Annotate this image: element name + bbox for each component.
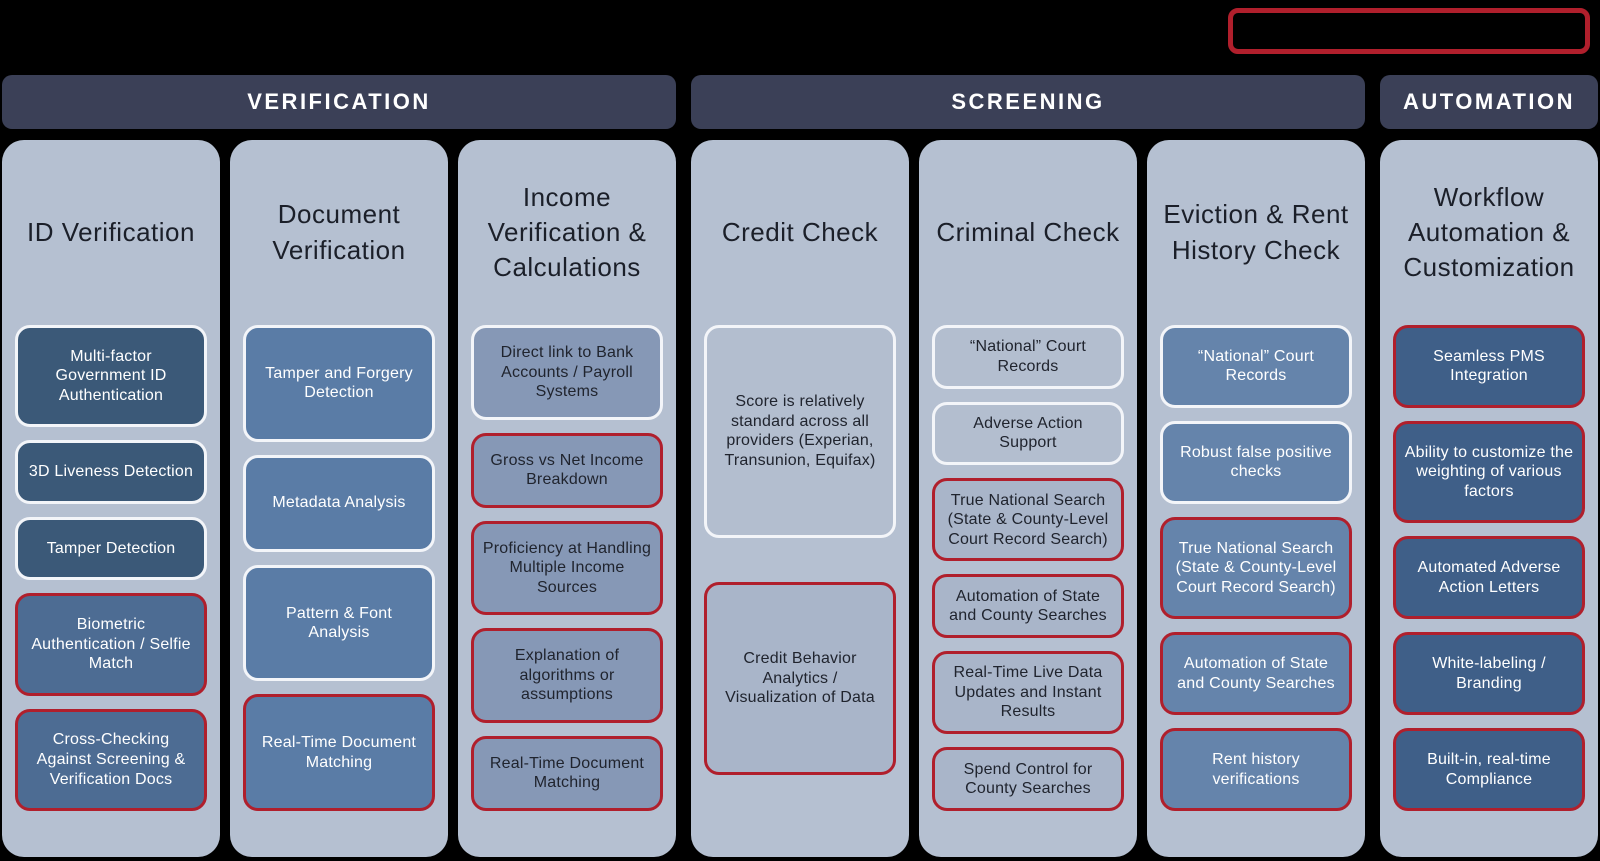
- feature-box-highlighted: Gross vs Net Income Breakdown: [471, 432, 663, 508]
- column-title: Workflow Automation & Customization: [1403, 181, 1575, 283]
- section-header: SCREENING: [691, 75, 1365, 129]
- feature-box: Adverse Action Support: [932, 401, 1124, 466]
- feature-box-highlighted: Real-Time Document Matching: [243, 694, 435, 811]
- section-header: VERIFICATION: [2, 75, 676, 129]
- section-header: AUTOMATION: [1380, 75, 1598, 129]
- feature-box: Tamper and Forgery Detection: [243, 325, 435, 442]
- feature-box-highlighted: Spend Control for County Searches: [932, 747, 1124, 811]
- feature-box: “National” Court Records: [932, 325, 1124, 389]
- feature-box: Pattern & Font Analysis: [243, 564, 435, 682]
- column-title: ID Verification: [27, 216, 195, 247]
- feature-box-highlighted: Real-Time Live Data Updates and Instant …: [932, 651, 1124, 735]
- feature-box: “National” Court Records: [1160, 325, 1352, 408]
- feature-box-list: Multi-factor Government ID Authenticatio…: [15, 325, 207, 811]
- feature-box-highlighted: Automation of State and County Searches: [932, 574, 1124, 639]
- column-title: Eviction & Rent History Check: [1163, 199, 1349, 265]
- feature-box: Metadata Analysis: [243, 454, 435, 552]
- feature-box-highlighted: Built-in, real-time Compliance: [1393, 728, 1585, 811]
- feature-box-list: Direct link to Bank Accounts / Payroll S…: [471, 325, 663, 812]
- feature-box: Tamper Detection: [15, 516, 207, 581]
- highlight-legend-box: [1228, 8, 1590, 54]
- feature-box-highlighted: Proficiency at Handling Multiple Income …: [471, 520, 663, 616]
- feature-box-highlighted: True National Search (State & County-Lev…: [1160, 516, 1352, 620]
- feature-box: Direct link to Bank Accounts / Payroll S…: [471, 325, 663, 420]
- feature-box: Robust false positive checks: [1160, 420, 1352, 504]
- feature-box-highlighted: Credit Behavior Analytics / Visualizatio…: [704, 581, 896, 776]
- feature-box-highlighted: Rent history verifications: [1160, 728, 1352, 811]
- feature-box-highlighted: Explanation of algorithms or assumptions: [471, 628, 663, 723]
- feature-box-highlighted: Automated Adverse Action Letters: [1393, 536, 1585, 620]
- column-title: Criminal Check: [936, 216, 1120, 247]
- column-title: Document Verification: [272, 199, 406, 265]
- feature-box-highlighted: Biometric Authentication / Selfie Match: [15, 593, 207, 696]
- feature-box-highlighted: White-labeling / Branding: [1393, 632, 1585, 716]
- feature-box-highlighted: Seamless PMS Integration: [1393, 325, 1585, 408]
- feature-box: 3D Liveness Detection: [15, 440, 207, 504]
- feature-box-highlighted: Real-Time Document Matching: [471, 735, 663, 812]
- feature-box-highlighted: Ability to customize the weighting of va…: [1393, 420, 1585, 524]
- column-title: Income Verification & Calculations: [487, 181, 647, 283]
- column: Eviction & Rent History Check “National” …: [1147, 140, 1365, 857]
- feature-box: Multi-factor Government ID Authenticatio…: [15, 325, 207, 428]
- feature-box-highlighted: Automation of State and County Searches: [1160, 632, 1352, 716]
- feature-box-highlighted: Cross-Checking Against Screening & Verif…: [15, 708, 207, 811]
- feature-box: Score is relatively standard across all …: [704, 325, 896, 538]
- section-automation: AUTOMATION Workflow Automation & Customiz…: [1380, 75, 1598, 857]
- feature-box-highlighted: True National Search (State & County-Lev…: [932, 478, 1124, 562]
- feature-box-list: Score is relatively standard across all …: [704, 325, 896, 811]
- column-title: Credit Check: [721, 216, 879, 247]
